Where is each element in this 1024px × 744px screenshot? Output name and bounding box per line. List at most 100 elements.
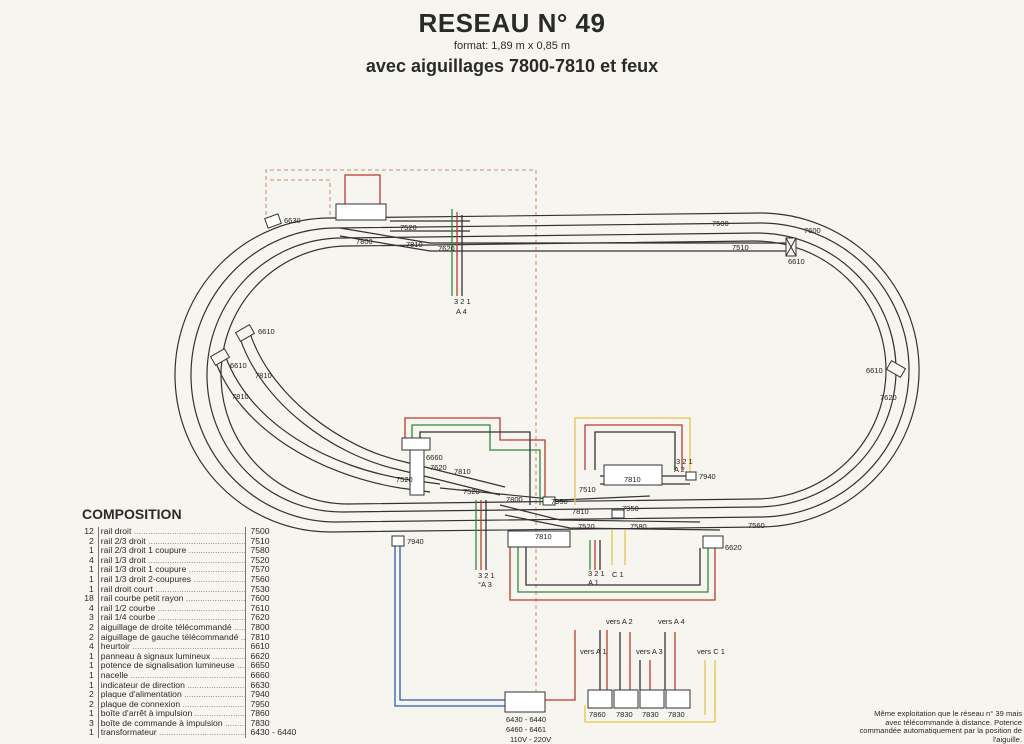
reference: 7830: [245, 718, 300, 729]
reference: 7560: [245, 574, 300, 585]
track-label: 6610: [258, 327, 275, 336]
reference: 7620: [245, 613, 300, 623]
plate-7940b: [391, 535, 405, 547]
track-label: 7810: [624, 475, 641, 484]
gantry-6660: [401, 437, 431, 451]
track-label: 6630: [284, 216, 301, 225]
track-label: 7950: [551, 497, 568, 506]
description: rail 1/3 droit 1 coupure: [97, 565, 246, 575]
track-label: 6610: [866, 366, 883, 375]
quantity: 1: [89, 679, 94, 690]
quantity: 1: [89, 545, 94, 556]
reference: 7940: [245, 689, 300, 700]
description: rail droit court: [97, 584, 246, 595]
track-label: 7810: [232, 392, 249, 401]
track-label: °A 3: [478, 580, 492, 589]
track-label: 7810: [255, 371, 272, 380]
quantity: 2: [89, 535, 94, 546]
track-label: vers C 1: [697, 647, 725, 656]
buffer-stops: [209, 237, 907, 379]
reference: 6430 - 6440: [245, 728, 300, 739]
composition-row: 1transformateur6430 - 6440: [70, 728, 300, 739]
description: aiguillage de droite télécommandé: [97, 622, 246, 633]
track-label: 7830: [668, 710, 685, 719]
diagram-subtitle: avec aiguillages 7800-7810 et feux: [365, 56, 659, 76]
track-label: 3 2 1: [676, 457, 693, 466]
footnote: Même exploitation que le réseau n° 39 ma…: [859, 709, 1022, 744]
quantity: 3: [89, 717, 94, 728]
description: rail 2/3 droit 1 coupure: [97, 546, 246, 556]
colored-wires: [344, 174, 716, 723]
quantity: 2: [89, 698, 94, 709]
track-label: 7520: [578, 522, 595, 531]
description: transformateur: [97, 728, 246, 739]
quantity: 1: [89, 660, 94, 671]
quantity: 1: [89, 650, 94, 661]
transformer-icon: [504, 691, 546, 713]
description: rail 1/4 courbe: [97, 613, 246, 623]
description: panneau à signaux lumineux: [97, 651, 246, 662]
track-label: 3 2 1: [478, 571, 495, 580]
indicator-6630: [264, 213, 282, 229]
diagram-title: RESEAU N° 49: [418, 8, 606, 38]
description: rail 1/3 droit 2-coupures: [97, 574, 246, 585]
reference: 7810: [245, 632, 300, 643]
track-label: 6620: [725, 543, 742, 552]
track-label: 7940: [699, 472, 716, 481]
track-label: 7520: [463, 487, 480, 496]
description: rail 1/2 courbe: [97, 603, 246, 614]
track-label: 7860: [589, 710, 606, 719]
track-label: 7620: [880, 393, 897, 402]
reference: 7950: [245, 699, 300, 710]
description: rail 2/3 droit: [97, 536, 246, 547]
track-label: 110V - 220V: [510, 735, 551, 744]
buffer-stop-icon: [209, 347, 231, 367]
track-label: vers A 3: [636, 647, 663, 656]
quantity: 4: [89, 641, 94, 652]
description: indicateur de direction: [97, 680, 246, 691]
track-label: 6610: [230, 361, 247, 370]
track-label: C 1: [612, 570, 624, 579]
description: potence de signalisation lumineuse: [97, 661, 246, 671]
reference: 7580: [245, 546, 300, 556]
reference: 7570: [245, 565, 300, 575]
quantity: 4: [89, 602, 94, 613]
plate-7950b: [611, 509, 625, 519]
description: rail droit: [97, 527, 246, 537]
box-7830c: [665, 689, 691, 709]
track-label: 7510: [579, 485, 596, 494]
composition-title: COMPOSITION: [82, 506, 182, 522]
reference: 7610: [245, 603, 300, 614]
track-label: 7810: [572, 507, 589, 516]
reference: 7600: [245, 594, 300, 604]
box-7860: [587, 689, 613, 709]
track-label: 7800: [356, 237, 373, 246]
track-label: 7950: [622, 504, 639, 513]
track-label: A 1: [588, 578, 599, 587]
buffer-stop-icon: [885, 359, 907, 379]
quantity: 1: [89, 583, 94, 594]
description: rail 1/3 droit: [97, 555, 246, 566]
reference: 7510: [245, 536, 300, 547]
description: aiguillage de gauche télécommandé: [97, 632, 246, 643]
switch-box-7810: [507, 530, 571, 548]
quantity: 3: [89, 612, 94, 623]
description: rail courbe petit rayon: [97, 594, 246, 604]
buffer-stop-icon: [234, 323, 256, 343]
buffer-stop-icon: [785, 237, 797, 257]
outer-track: [174, 212, 920, 533]
